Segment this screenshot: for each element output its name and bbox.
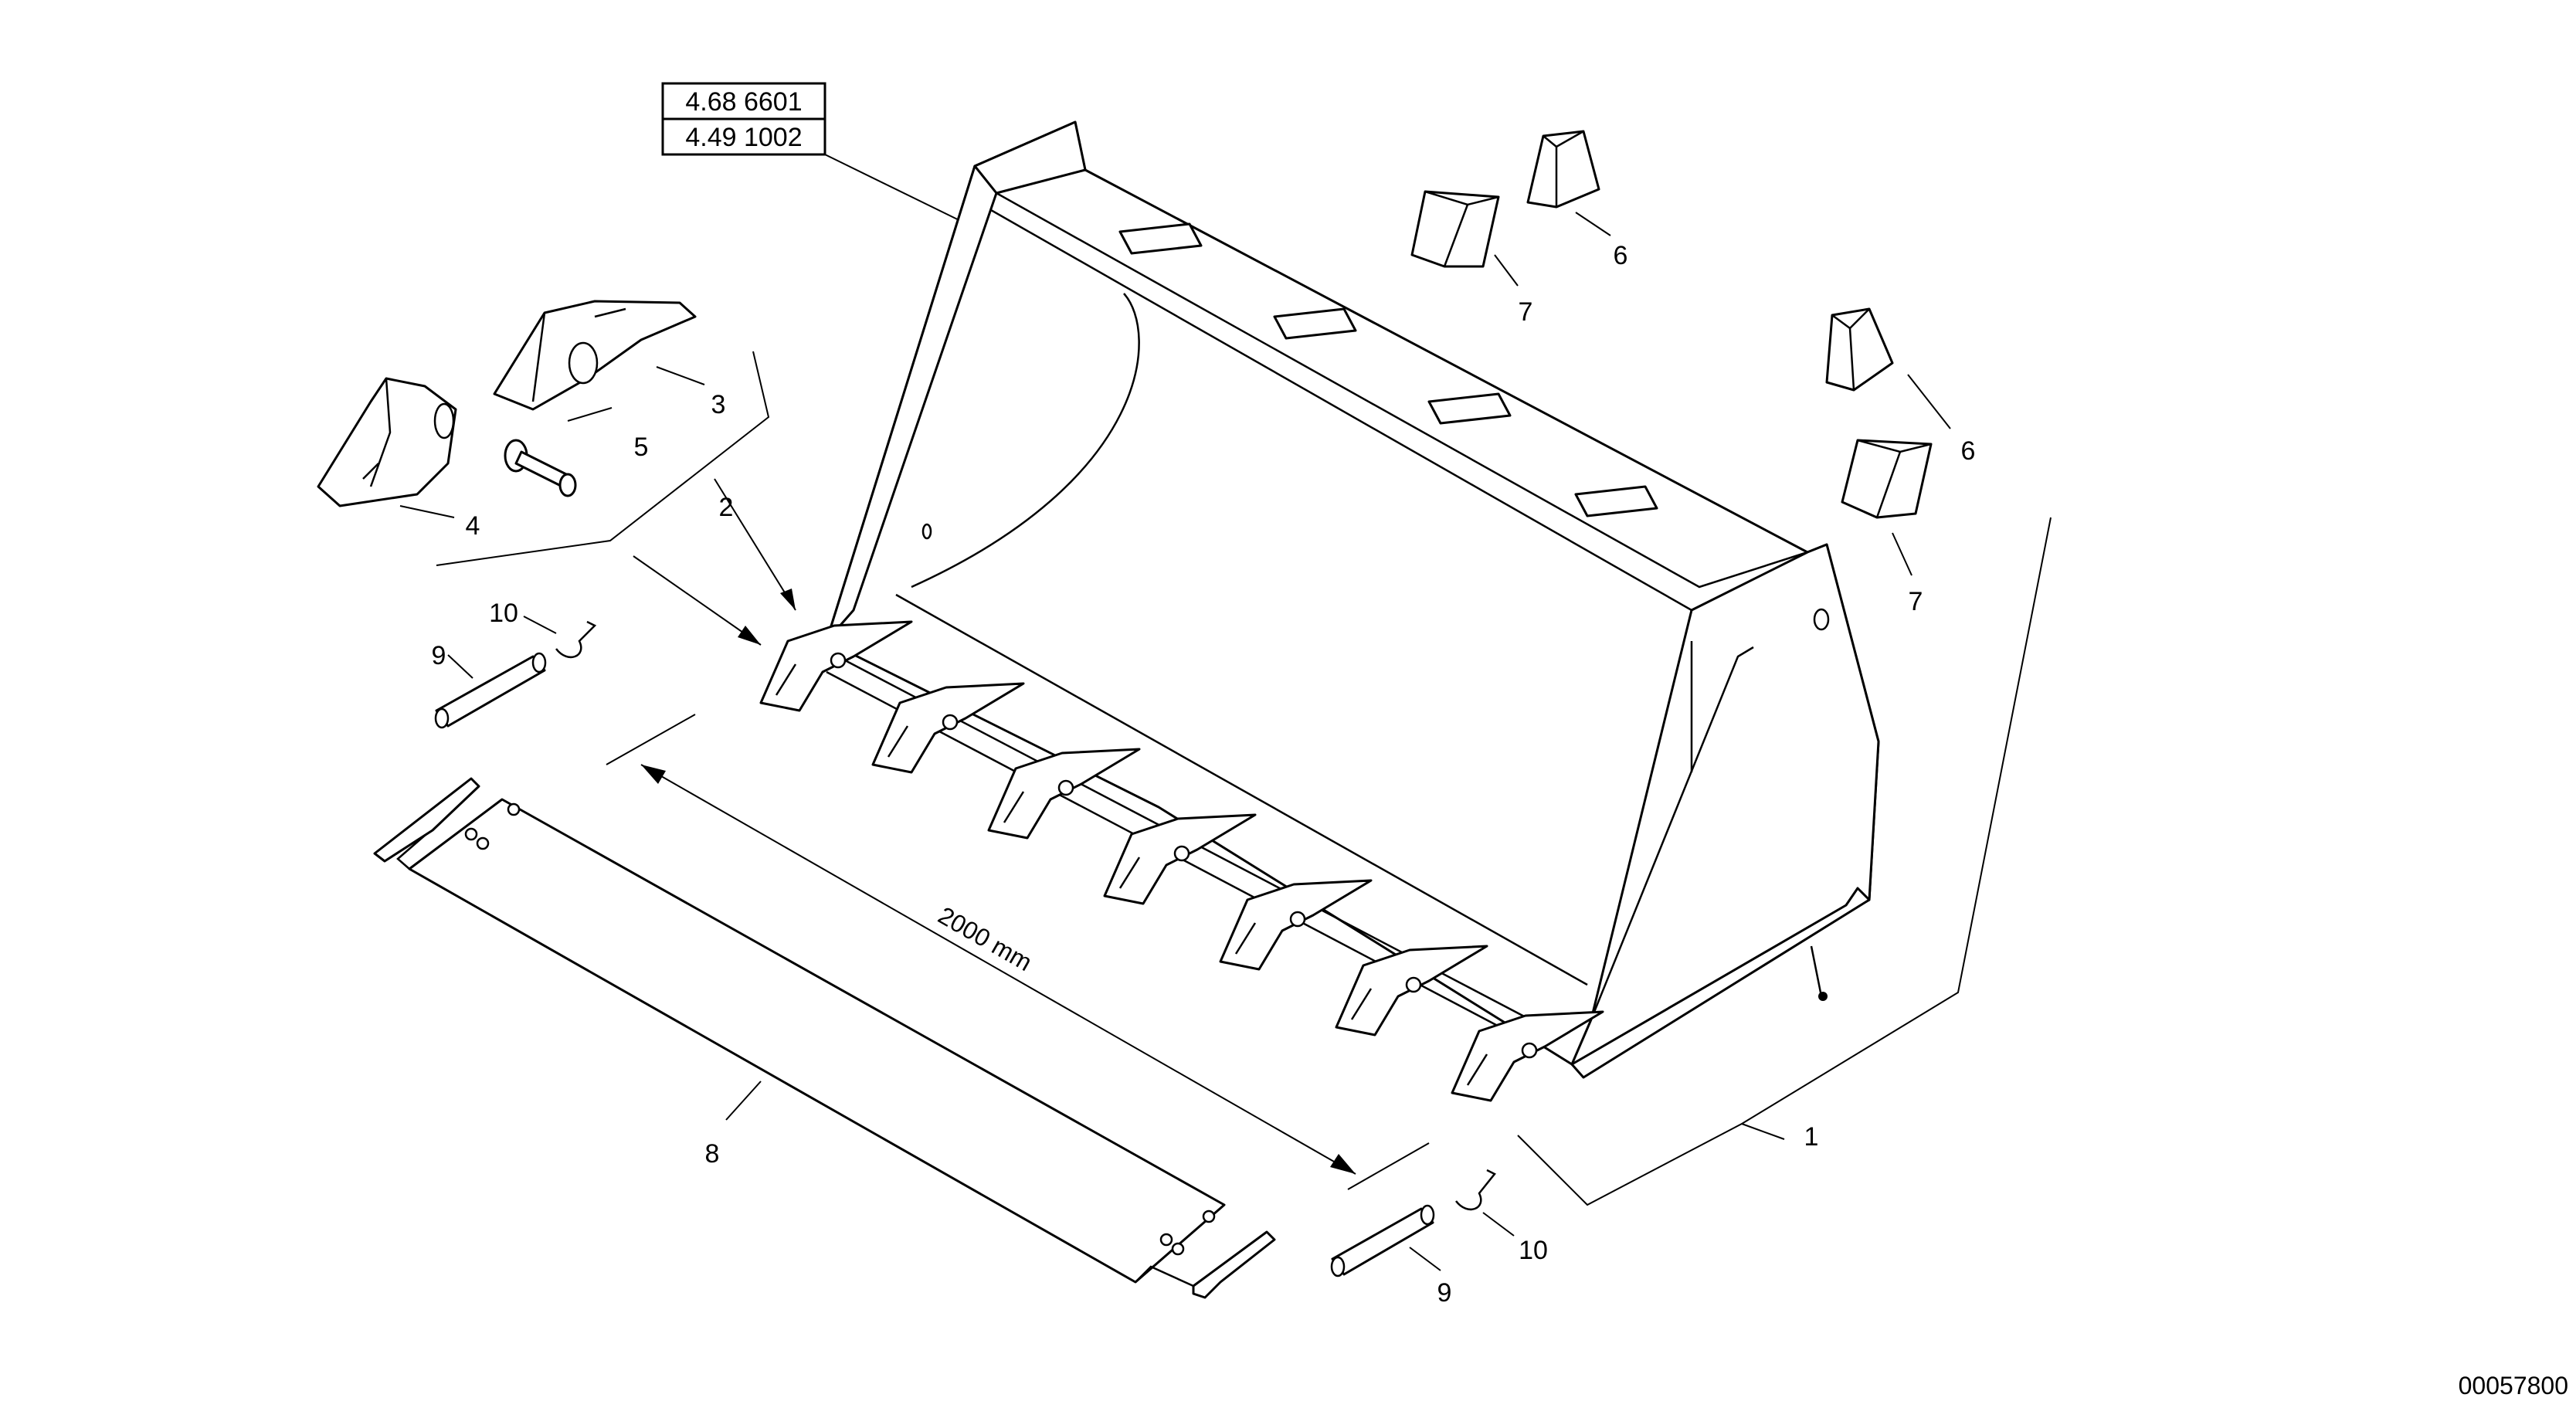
part-6-wedge-right: [1825, 307, 1894, 392]
callout-3: 3: [711, 390, 726, 419]
part-7-wedge-right: [1841, 439, 1933, 519]
part-4-tooth-tip: [317, 377, 457, 507]
bucket-body: [825, 120, 1880, 1079]
reference-number-1: 4.68 6601: [685, 87, 802, 117]
callout-6-top: 6: [1614, 241, 1628, 270]
part-5-pin: [504, 439, 577, 497]
callout-8: 8: [705, 1139, 720, 1169]
callout-5: 5: [634, 433, 649, 462]
callout-2: 2: [719, 493, 734, 522]
part-6-wedge-top: [1526, 130, 1600, 209]
callout-6-right: 6: [1961, 436, 1976, 466]
part-9-spring-right: [1330, 1204, 1435, 1277]
part-3-adapter: [493, 300, 697, 411]
callout-10-left: 10: [489, 599, 518, 628]
callout-9-left: 9: [432, 641, 446, 670]
callout-10-right: 10: [1519, 1236, 1548, 1265]
reference-box: 4.68 6601 4.49 1002: [661, 82, 979, 232]
part-8-wear-plate: [373, 777, 1276, 1299]
part-7-wedge-top: [1410, 190, 1500, 268]
callout-1: 1: [1804, 1122, 1819, 1152]
callout-4: 4: [466, 511, 480, 541]
part-9-spring-left: [434, 652, 547, 729]
bucket-teeth: [759, 620, 1604, 1102]
part-10-clip-right: [1455, 1169, 1496, 1210]
callout-9-right: 9: [1437, 1278, 1452, 1308]
callout-7-right: 7: [1909, 587, 1923, 616]
part-10-clip-left: [555, 620, 597, 658]
callout-7-top: 7: [1519, 297, 1533, 327]
dimension-label: 2000 mm: [934, 901, 1037, 977]
document-id: 00057800: [2458, 1372, 2568, 1400]
callout-labels: 1 2 3 4 5 6 6 7 7 8 9 9 10 10: [432, 241, 1976, 1308]
leader-lines: [399, 212, 2052, 1271]
reference-number-2: 4.49 1002: [685, 123, 802, 152]
